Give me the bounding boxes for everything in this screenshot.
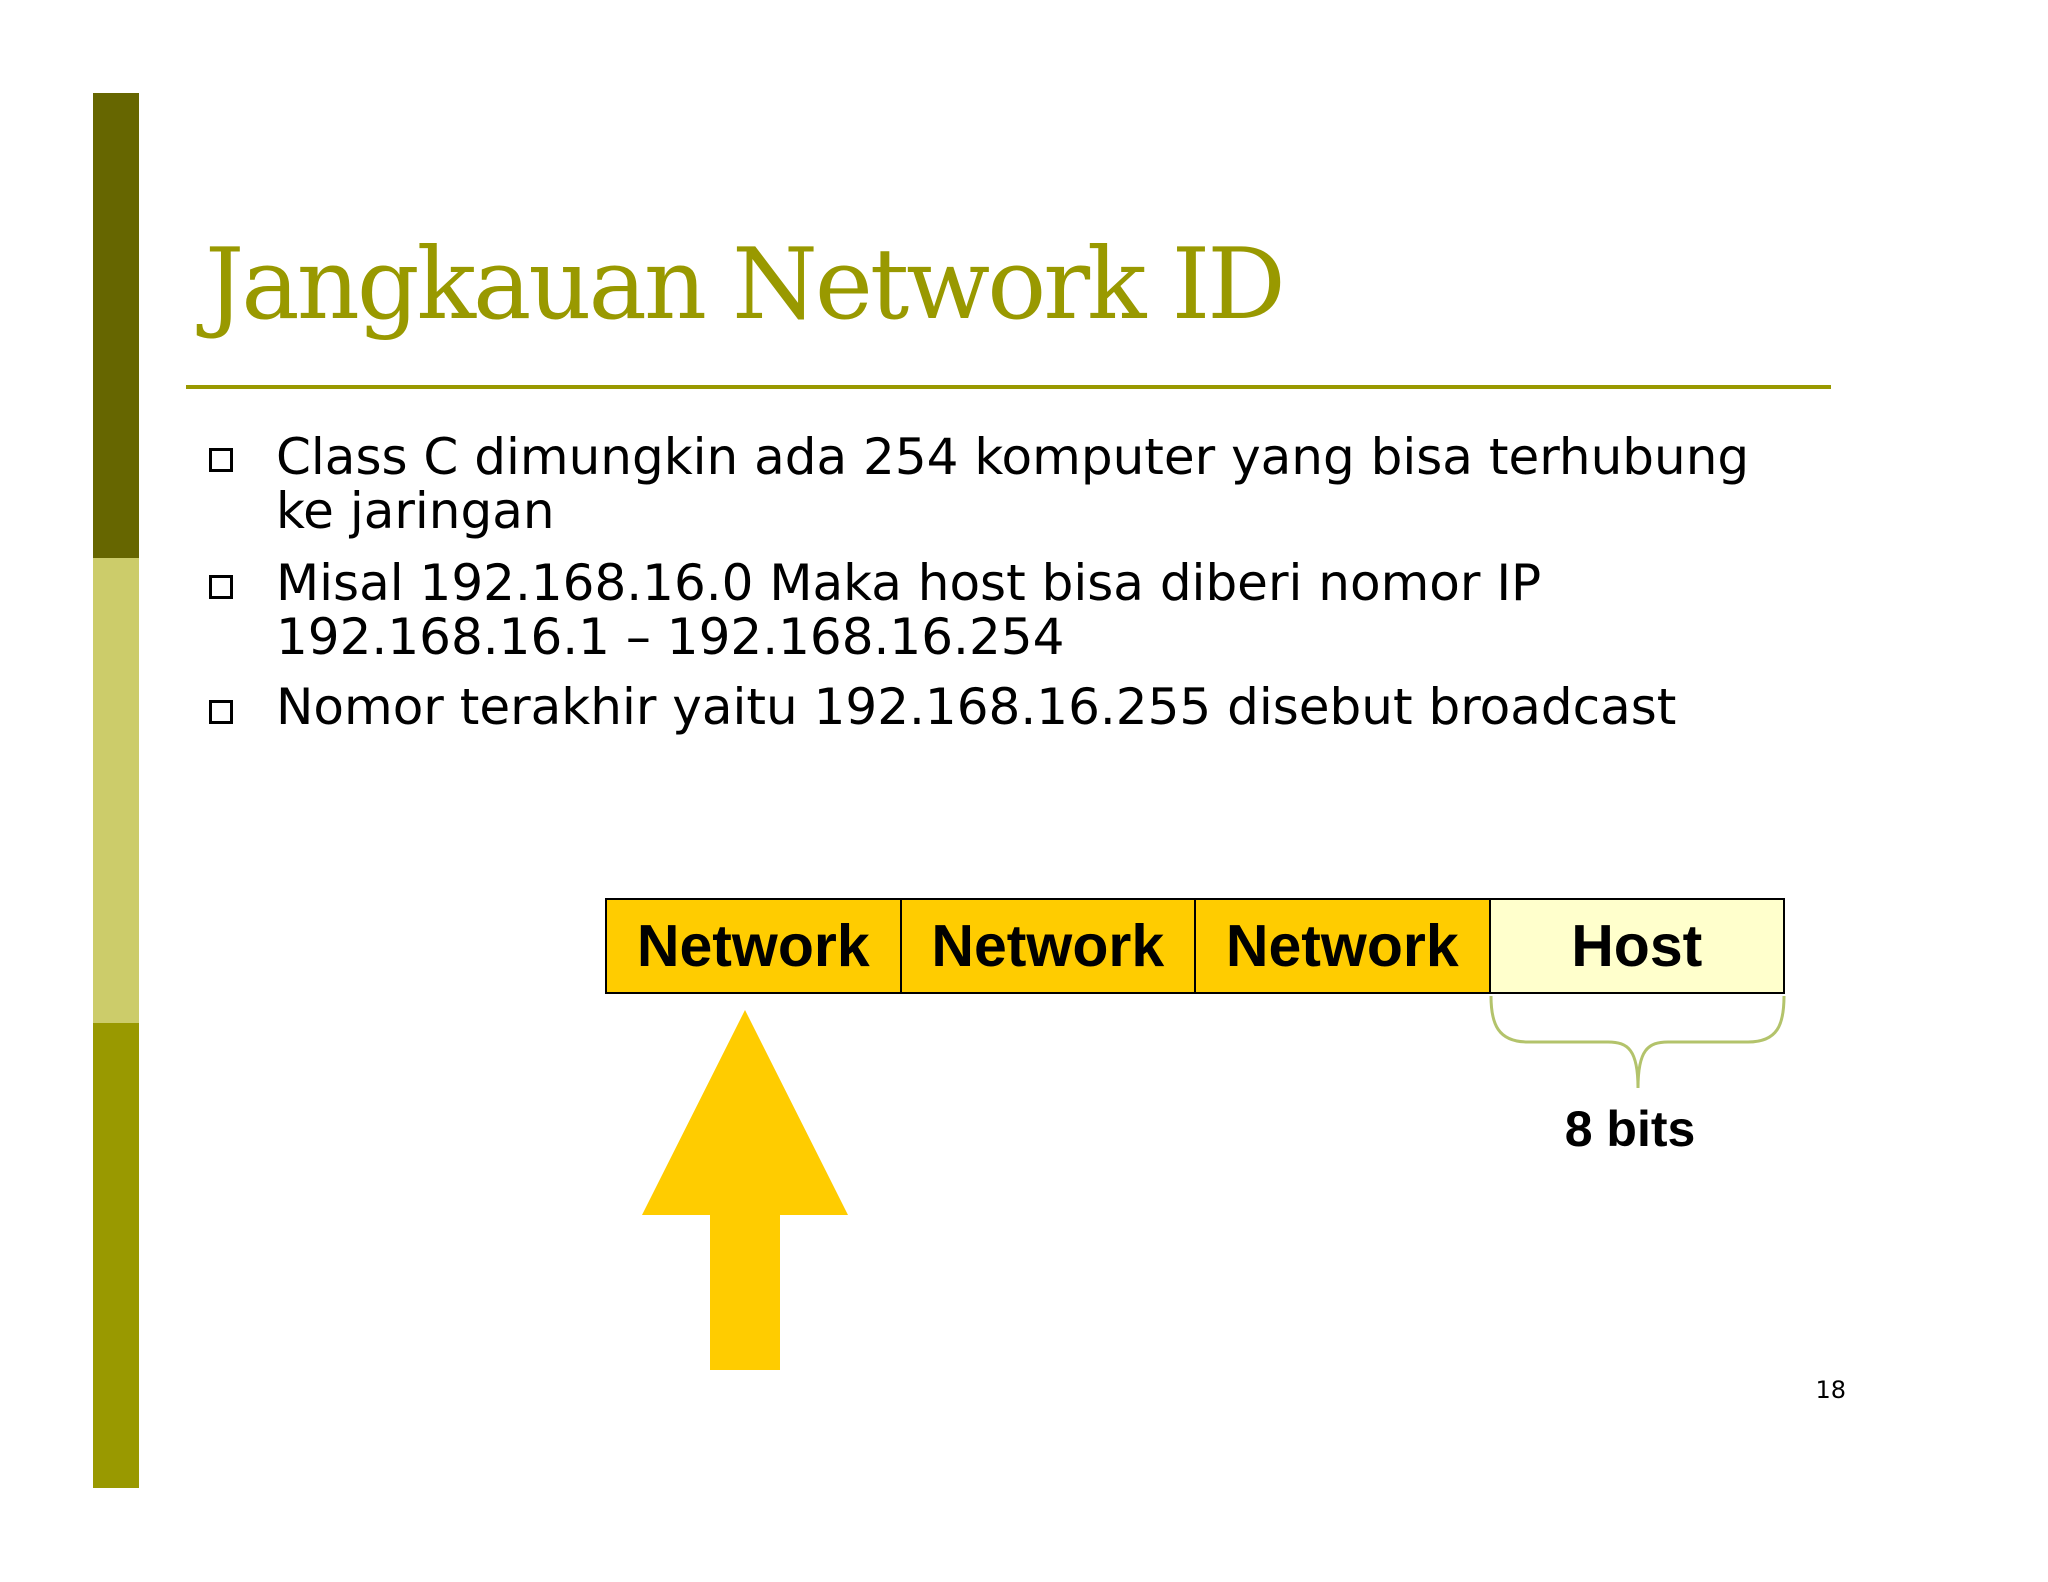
up-arrow-icon: [642, 1010, 848, 1370]
network-segment-1: Network: [607, 900, 902, 992]
slide-title: Jangkauan Network ID: [205, 228, 1286, 342]
ip-address-diagram: Network Network Network Host: [605, 898, 1785, 994]
bullet-square-icon: [209, 448, 233, 472]
page-number: 18: [1815, 1376, 1846, 1404]
side-bar-dark: [93, 93, 139, 558]
host-bits-label: 8 bits: [1564, 1101, 1696, 1157]
bullet-square-icon: [209, 575, 233, 599]
bullet-1-line-2: ke jaringan: [276, 482, 555, 540]
bullet-1-line-1: Class C dimungkin ada 254 komputer yang …: [276, 428, 1750, 486]
network-segment-2: Network: [901, 900, 1196, 992]
host-segment: Host: [1490, 900, 1783, 992]
bullet-text-1: Class C dimungkin ada 254 komputer yang …: [276, 430, 1836, 538]
network-segment-3: Network: [1196, 900, 1491, 992]
bullet-2-line-2: 192.168.16.1 – 192.168.16.254: [276, 608, 1065, 666]
bullet-2-line-1: Misal 192.168.16.0 Maka host bisa diberi…: [276, 554, 1542, 612]
side-bar-olive: [93, 1023, 139, 1488]
bullet-square-icon: [209, 700, 233, 724]
bullet-3-line-1: Nomor terakhir yaitu 192.168.16.255 dise…: [276, 678, 1677, 736]
bullet-text-3: Nomor terakhir yaitu 192.168.16.255 dise…: [276, 680, 1836, 734]
curly-brace-icon: [1489, 995, 1786, 1089]
title-underline: [186, 385, 1831, 389]
bullet-text-2: Misal 192.168.16.0 Maka host bisa diberi…: [276, 556, 1836, 664]
side-bar-light: [93, 558, 139, 1023]
